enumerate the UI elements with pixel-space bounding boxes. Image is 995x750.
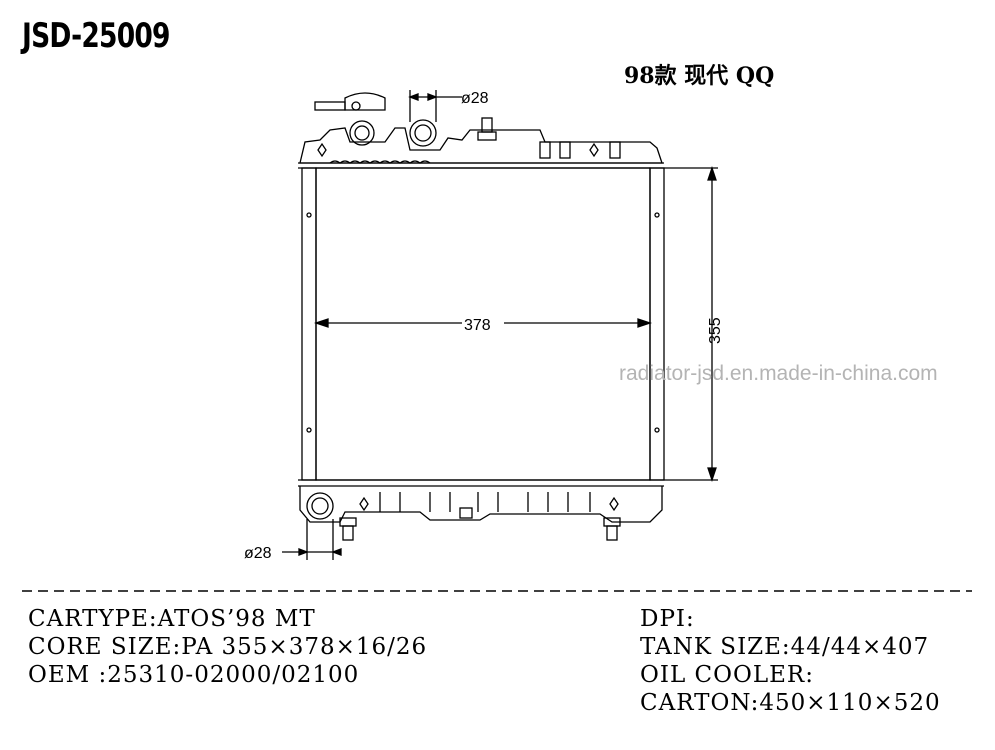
spec-cartype: CARTYPE:ATOS’98 MT <box>28 606 316 632</box>
top-tank <box>298 127 664 169</box>
height-dimension-line <box>664 165 718 483</box>
spec-tank-size: TANK SIZE:44/44×407 <box>640 634 930 660</box>
spec-core-size: CORE SIZE:PA 355×378×16/26 <box>28 634 428 660</box>
model-label: 98款 现代 QQ <box>624 63 775 89</box>
right-side-plate <box>649 167 665 481</box>
spec-oem: OEM :25310-02000/02100 <box>28 662 360 688</box>
bottom-tank <box>298 479 664 523</box>
inlet-dimension: ø28 <box>461 90 489 107</box>
outlet-pipe <box>282 492 621 560</box>
watermark: radiator-jsd.en.made-in-china.com <box>619 362 938 385</box>
width-dimension: 378 <box>464 317 491 334</box>
left-side-plate <box>301 167 317 481</box>
inlet-pipe <box>408 90 497 147</box>
product-code: JSD-25009 <box>22 16 171 56</box>
height-dimension: 355 <box>707 317 724 344</box>
filler-cap <box>314 92 386 146</box>
spec-oil-cooler: OIL COOLER: <box>640 662 814 688</box>
spec-dpi: DPI: <box>640 606 695 632</box>
spec-carton: CARTON:450×110×520 <box>640 690 941 716</box>
outlet-dimension: ø28 <box>244 545 272 562</box>
